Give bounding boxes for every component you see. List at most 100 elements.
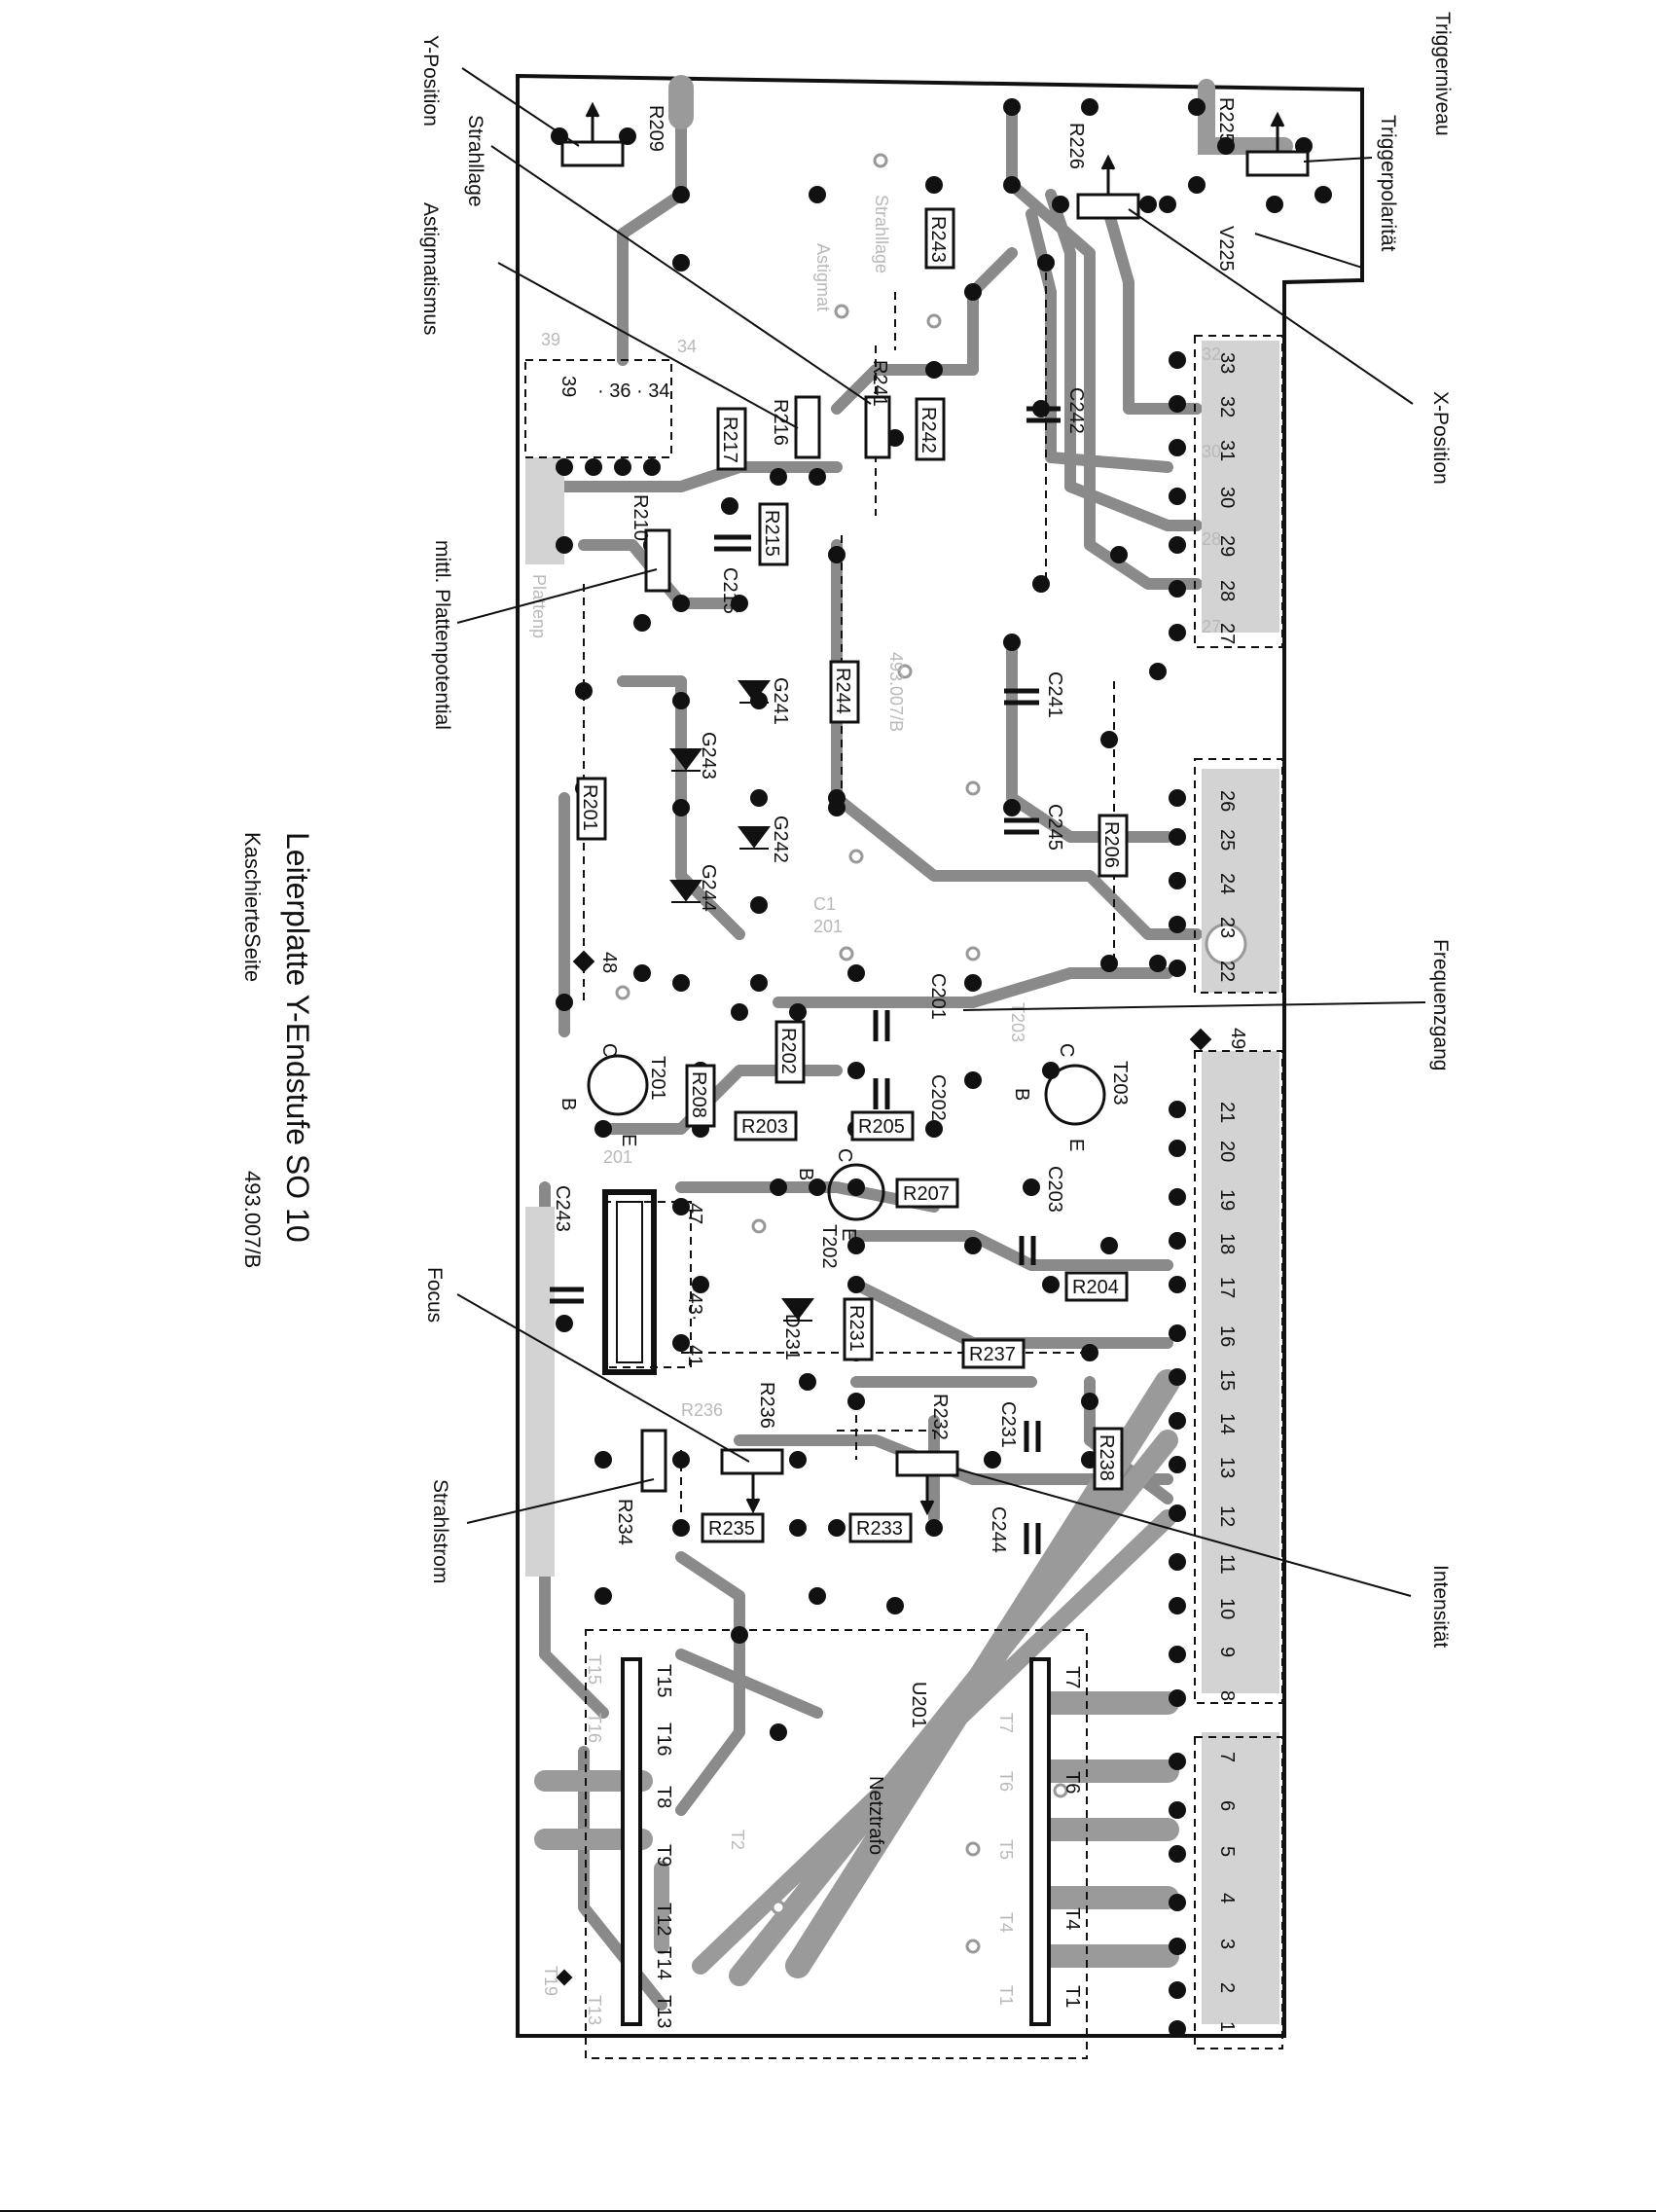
- tap-left-3: T9: [653, 1844, 674, 1867]
- pot-r226: [1076, 193, 1140, 220]
- callout-focus: Focus: [423, 1267, 446, 1323]
- ghost-label: Astigmat: [813, 243, 833, 311]
- terminal-mid-0: 26: [1216, 790, 1238, 812]
- transformer-outline: [585, 1629, 1088, 2059]
- ghost-label: T1: [996, 1985, 1016, 2006]
- tap-left-6: T13: [653, 1995, 674, 2028]
- label-c231: C231: [997, 1401, 1019, 1448]
- callout-strahllage: Strahllage: [464, 115, 486, 207]
- label-v225: V225: [1215, 226, 1237, 272]
- lead-e-t201: E: [618, 1134, 639, 1146]
- label-r210: R210: [630, 494, 651, 541]
- label-r201: R201: [579, 784, 600, 831]
- diode-g244: [669, 880, 702, 902]
- transformer-bar-left: [621, 1657, 642, 2026]
- resistor-r215: [758, 502, 789, 566]
- power-traces: [534, 75, 1293, 1986]
- pin-48: 48: [598, 952, 620, 973]
- label-r233: R233: [856, 1518, 903, 1540]
- label-r202: R202: [777, 1028, 799, 1074]
- terminal-main-4: 17: [1216, 1277, 1238, 1298]
- ghost-label: T203: [1008, 1002, 1027, 1042]
- terminal-top-3: 30: [1216, 487, 1238, 508]
- resistor-r243: [924, 207, 955, 270]
- terminal-main-10: 11: [1216, 1554, 1238, 1575]
- resistor-r235: [701, 1512, 765, 1543]
- ghost-label: Plattenp: [529, 574, 549, 638]
- ghost-label: 493.007/B: [886, 652, 906, 732]
- resistor-r201: [576, 777, 607, 841]
- label-r204: R204: [1072, 1277, 1119, 1298]
- label-r238: R238: [1096, 1434, 1117, 1481]
- pot-r232: [895, 1450, 959, 1477]
- terminal-bottom-3: 4: [1216, 1893, 1238, 1904]
- drawing-title: Leiterplatte Y-Endstufe SO 10: [280, 832, 315, 1243]
- resistors: [576, 207, 1129, 1543]
- label-r216: R216: [770, 399, 791, 446]
- drawing-subtitle: KaschierteSeite: [240, 832, 265, 982]
- label-g244: G244: [698, 864, 719, 912]
- label-r203: R203: [741, 1116, 788, 1138]
- terminal-bottom-4: 3: [1216, 1939, 1238, 1949]
- terminal-mid-2: 24: [1216, 873, 1238, 894]
- ghost-label: T16: [585, 1713, 604, 1743]
- ghost-label: 32: [1202, 344, 1221, 364]
- terminal-main-8: 13: [1216, 1457, 1238, 1478]
- label-r232: R232: [929, 1394, 951, 1440]
- pin-41: 41: [684, 1345, 705, 1366]
- callout-mittl-plattenpotential: mittl. Plattenpotential: [431, 540, 453, 730]
- tap-right-3: T1: [1062, 1985, 1083, 2008]
- resistor-r242: [915, 397, 946, 461]
- ghost-label: 201: [603, 1147, 632, 1167]
- transistor-t202: [827, 1163, 885, 1221]
- ghost-label: T19: [541, 1966, 560, 1996]
- label-g241: G241: [770, 677, 791, 725]
- tap-left-1: T16: [653, 1722, 674, 1756]
- terminal-mid-4: 22: [1216, 961, 1238, 982]
- label-r244: R244: [832, 668, 853, 714]
- label-c244: C244: [988, 1506, 1009, 1553]
- pot-r236: [720, 1448, 784, 1475]
- terminal-main-3: 18: [1216, 1233, 1238, 1254]
- label-c245: C245: [1044, 804, 1065, 851]
- transformer-bar-right: [1029, 1657, 1051, 2026]
- ghost-label: 34: [677, 337, 697, 356]
- transistor-t201: [587, 1054, 649, 1116]
- diodes: [669, 680, 814, 1322]
- label-r242: R242: [918, 407, 939, 453]
- label-r243: R243: [927, 216, 949, 263]
- pot-arrows: [585, 101, 1285, 1516]
- terminal-main-12: 9: [1216, 1647, 1238, 1657]
- ghost-label: 28: [1202, 529, 1221, 549]
- diode-g243: [669, 748, 702, 771]
- tap-left-2: T8: [653, 1786, 674, 1808]
- resistor-r231: [843, 1297, 874, 1361]
- transformer-bars: [621, 1657, 1051, 2026]
- callout-labels: Y-Position Strahllage Astigmatismus mitt…: [419, 12, 1454, 1648]
- label-r226: R226: [1065, 123, 1087, 169]
- markers: [556, 950, 1212, 1986]
- pot-r209: [560, 140, 625, 167]
- terminal-block-bottom: [1194, 1736, 1283, 2049]
- label-c241: C241: [1044, 671, 1065, 718]
- pin-49: 49: [1227, 1028, 1248, 1049]
- ghost-label: T5: [996, 1839, 1016, 1860]
- callout-leaders: [456, 67, 1426, 1597]
- transistor-t203: [1044, 1064, 1106, 1126]
- capacitors: [550, 406, 1061, 1554]
- terminal-main-0: 21: [1216, 1102, 1238, 1123]
- pin-labels: 48 49 47 ·43· 41 39 · 36 · 34: [558, 376, 1248, 1366]
- label-r215: R215: [761, 510, 782, 557]
- pin-36-34: · 36 · 34: [597, 381, 669, 402]
- terminal-main-2: 19: [1216, 1189, 1238, 1211]
- terminal-mid-1: 25: [1216, 829, 1238, 851]
- resistor-r208: [685, 1064, 716, 1128]
- terminal-block-mid: [1194, 758, 1283, 994]
- pin-39: 39: [558, 376, 579, 397]
- terminal-mid-3: 23: [1216, 917, 1238, 938]
- label-c242: C242: [1065, 387, 1087, 434]
- callout-x-position: X-Position: [1429, 391, 1452, 485]
- tap-right-2: T4: [1062, 1907, 1083, 1930]
- label-r234: R234: [614, 1499, 635, 1545]
